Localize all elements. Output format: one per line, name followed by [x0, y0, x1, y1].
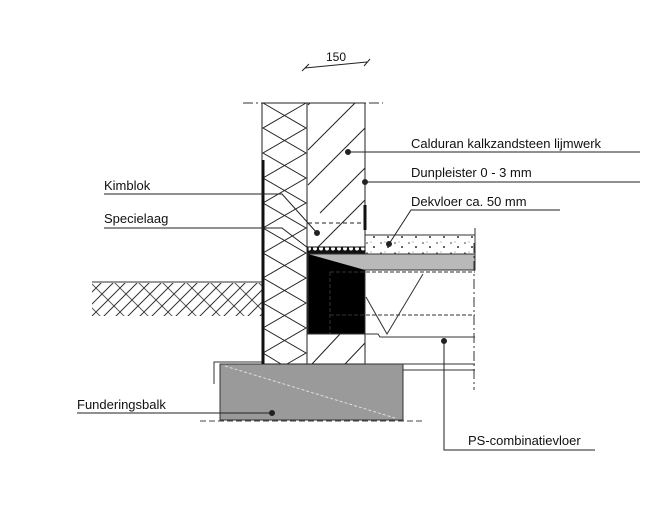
- dimension-150: [301, 58, 371, 72]
- screed-layer: [365, 228, 476, 254]
- inner-leaf: [306, 102, 367, 365]
- label-dunpleister: Dunpleister 0 - 3 mm: [411, 165, 532, 180]
- label-dekvloer: Dekvloer ca. 50 mm: [411, 194, 527, 209]
- label-ps-combinatievloer: PS-combinatievloer: [468, 433, 581, 448]
- leader-lines: [77, 149, 640, 451]
- label-kimblok: Kimblok: [104, 178, 151, 193]
- label-funderingsbalk: Funderingsbalk: [77, 397, 166, 412]
- ps-combination-floor: [307, 243, 476, 390]
- outer-leaf: [261, 102, 308, 365]
- foundation-beam: [200, 361, 475, 422]
- label-specielaag: Specielaag: [104, 211, 169, 226]
- ground-hatch: [92, 281, 262, 316]
- dimension-label: 150: [326, 50, 347, 64]
- label-calduran: Calduran kalkzandsteen lijmwerk: [411, 136, 602, 151]
